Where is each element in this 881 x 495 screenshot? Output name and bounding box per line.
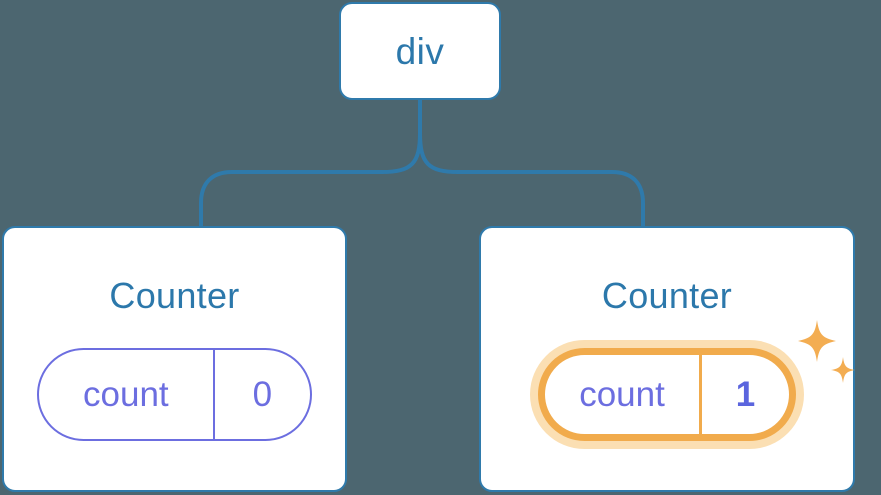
node-counter-left-title: Counter — [109, 275, 240, 316]
connector-branch-right — [418, 132, 645, 226]
state-pill-right-value: 1 — [735, 375, 756, 414]
state-pill-right-key-cell: count — [545, 355, 702, 434]
state-pill-left-value-cell: 0 — [215, 350, 310, 439]
state-pill-wrap-right: count 1 — [481, 348, 853, 441]
node-div[interactable]: div — [339, 2, 501, 100]
state-pill-left[interactable]: count 0 — [37, 348, 312, 441]
node-counter-right[interactable]: Counter count 1 — [479, 226, 855, 492]
state-pill-right-value-cell: 1 — [702, 355, 789, 434]
state-pill-right-key: count — [579, 375, 665, 414]
state-pill-left-key: count — [83, 375, 169, 414]
state-pill-left-key-cell: count — [39, 350, 215, 439]
node-counter-left[interactable]: Counter count 0 — [2, 226, 347, 492]
node-div-label: div — [395, 30, 445, 72]
state-pill-left-value: 0 — [252, 375, 273, 414]
connector-branch-left — [199, 132, 422, 226]
node-counter-right-title: Counter — [601, 275, 733, 316]
state-pill-right[interactable]: count 1 — [538, 348, 796, 441]
state-pill-wrap-left: count 0 — [4, 348, 345, 441]
